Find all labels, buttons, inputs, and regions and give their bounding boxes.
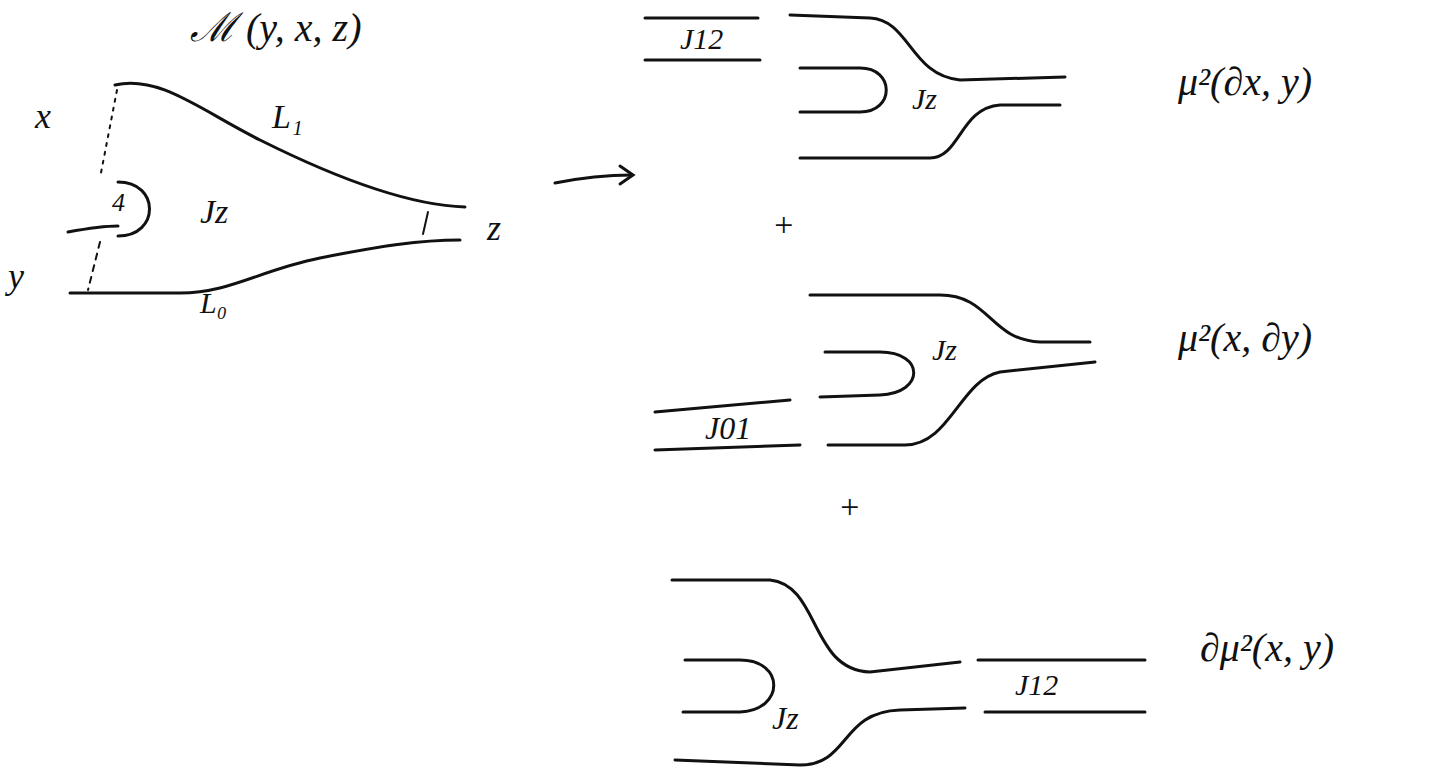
structure-label: Jz bbox=[200, 195, 228, 229]
lagrangian-label: L₀ bbox=[200, 288, 227, 318]
structure-label: J12 bbox=[680, 24, 723, 54]
point-label: y bbox=[8, 258, 24, 294]
marker-label: 4 bbox=[112, 190, 125, 216]
plus-sign: + bbox=[838, 490, 861, 524]
point-label: z bbox=[487, 210, 501, 246]
lagrangian-label: L₁ bbox=[272, 100, 303, 134]
structure-label: J01 bbox=[705, 412, 751, 444]
structure-label: Jz bbox=[912, 84, 937, 114]
point-label: x bbox=[35, 98, 51, 134]
formula-label: μ²(x, ∂y) bbox=[1178, 318, 1312, 358]
structure-label: Jz bbox=[932, 335, 957, 365]
formula-label: μ²(∂x, y) bbox=[1178, 62, 1312, 102]
plus-sign: + bbox=[772, 208, 795, 242]
structure-label: Jz bbox=[772, 702, 799, 734]
structure-label: J12 bbox=[1015, 670, 1058, 700]
title-label: ℳ (y, x, z) bbox=[190, 8, 362, 48]
formula-label: ∂μ²(x, y) bbox=[1200, 628, 1334, 668]
